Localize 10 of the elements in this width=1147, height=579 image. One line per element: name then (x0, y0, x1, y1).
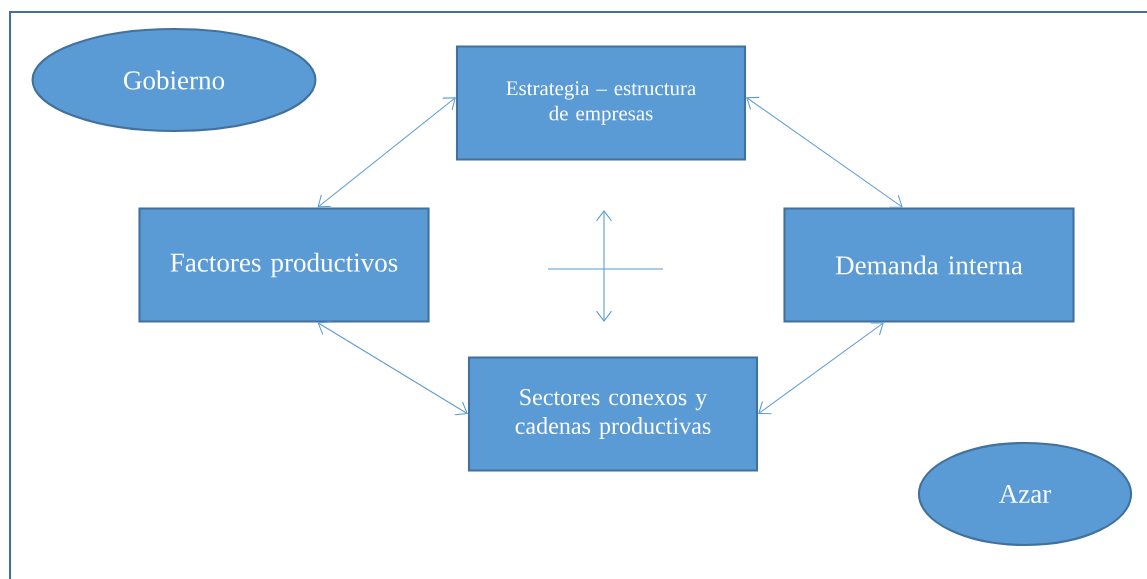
arrow (317, 97, 456, 208)
arrow (317, 321, 468, 416)
arrow (758, 322, 884, 415)
process-box: Sectores conexos y cadenas productivas (467, 356, 759, 472)
ellipse-node: Gobierno (31, 27, 317, 133)
ellipse-node: Azar (917, 441, 1133, 547)
arrow (746, 96, 903, 208)
process-box: Demanda interna (783, 207, 1075, 323)
process-box: Factores productivos (138, 207, 430, 323)
process-box: Estrategia – estructura de empresas (455, 45, 747, 161)
